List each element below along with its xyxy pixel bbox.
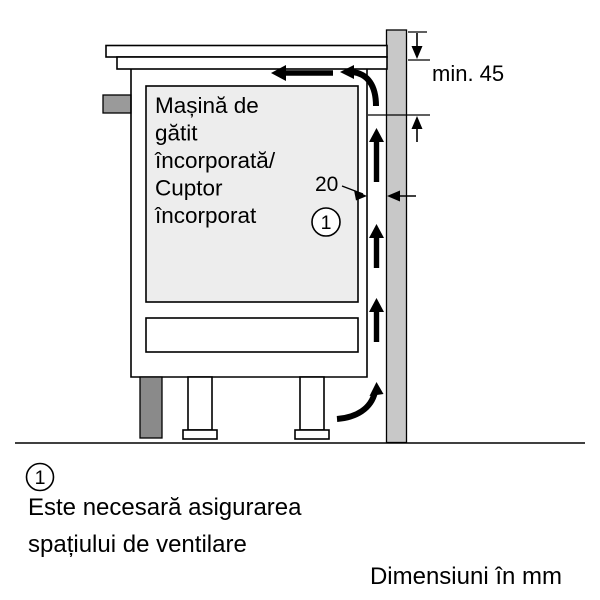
gap-20-left-head [354,190,367,201]
legend-callout-circle [25,462,55,492]
min45-arrow-up-head [411,116,423,129]
appliance-label: Mașină de gătit încorporată/ Cuptor înco… [154,93,276,228]
min45-label: min. 45 [432,61,504,86]
appliance-label-line-4: Cuptor [155,176,223,201]
wall-section [385,29,408,444]
worktop-slab [116,56,388,70]
countertop [102,44,388,114]
right-leg [299,376,325,431]
callout-1-number: 1 [321,212,332,234]
gap-20-label: 20 [315,173,338,196]
cabinet-outline [130,69,368,378]
left-leg [187,376,213,431]
legend-note-line-2: spațiului de ventilare [28,531,247,558]
dimension-20: 20 [315,173,416,202]
airflow-curve-bottom [336,391,378,422]
appliance-label-line-3: încorporată/ [154,148,276,173]
hob-slab [105,44,388,58]
airflow-up-arrow-top [369,128,384,182]
airflow-up-arrow-middle [369,224,384,268]
airflow-left-arrow [271,65,333,81]
airflow-arrows [271,65,384,422]
gap-20-right-head [387,190,400,202]
dimension-min45: min. 45 [368,31,504,142]
airflow-curve-bottom-head [369,382,384,396]
appliance-label-line-1: Mașină de [155,93,259,118]
callout-1-circle [311,207,341,237]
min45-arrow-down-head [411,46,423,59]
wall-hatch [385,29,408,444]
cabinet [130,69,368,440]
drawer-front [145,317,359,353]
junction-box [102,94,132,114]
appliance-label-line-2: gătit [155,121,198,146]
footer-legend: 1 Este necesară asigurarea spațiului de … [25,462,562,590]
units-note: Dimensiuni în mm [370,563,562,590]
plinth [139,376,163,439]
airflow-curve-top-head [340,65,354,79]
appliance-label-line-5: încorporat [154,203,257,228]
legend-note-line-1: Este necesară asigurarea [28,494,302,521]
legend-callout-number: 1 [35,467,46,489]
left-foot [182,429,218,440]
airflow-curve-top [351,69,379,107]
airflow-up-arrow-bottom [369,298,384,342]
right-foot [294,429,330,440]
callout-1-badge: 1 [311,207,341,237]
oven-body [145,85,359,303]
